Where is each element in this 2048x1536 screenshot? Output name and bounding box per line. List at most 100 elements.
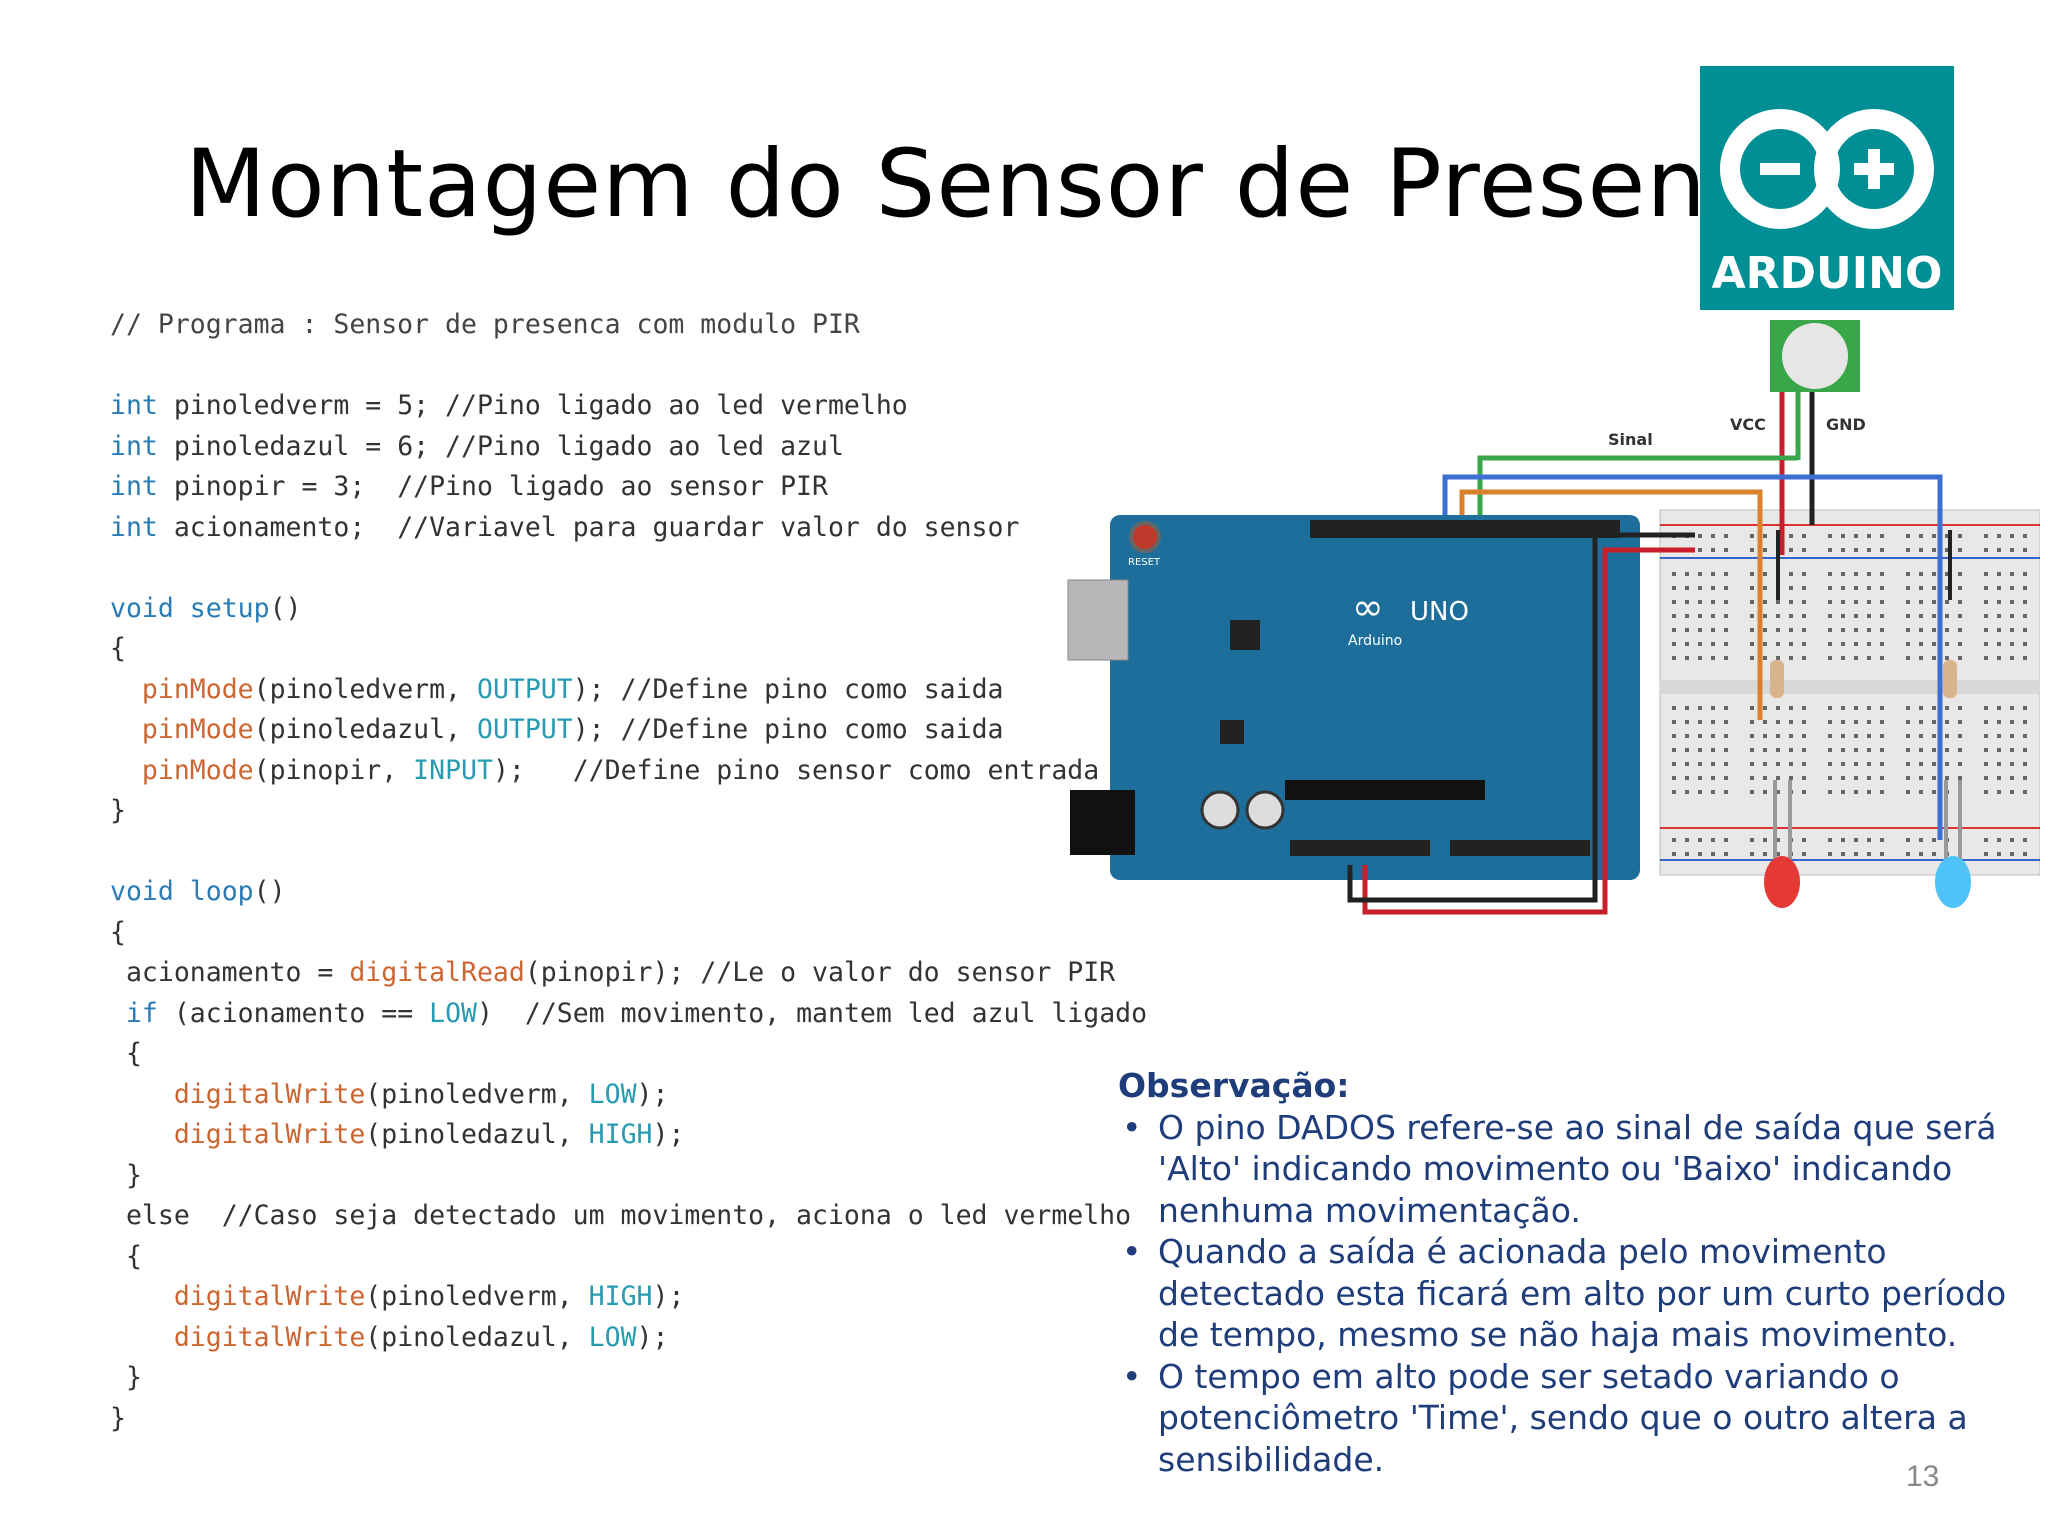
blue-led bbox=[1935, 856, 1971, 908]
list-item: •Quando a saída é acionada pelo moviment… bbox=[1122, 1232, 2007, 1354]
circuit-diagram: ∞ UNO Arduino RESET VCC GND Sinal bbox=[1060, 300, 2041, 940]
code-line: void setup() bbox=[110, 589, 1147, 630]
code-token: (pinoledazul, bbox=[365, 1119, 589, 1150]
code-line: { bbox=[110, 1237, 1147, 1278]
code-token bbox=[110, 1322, 174, 1353]
code-line: pinMode(pinopir, INPUT); //Define pino s… bbox=[110, 751, 1147, 792]
bullet-text: O pino DADOS refere-se ao sinal de saída… bbox=[1158, 1107, 1997, 1230]
code-token: int bbox=[110, 430, 158, 462]
code-line: int pinoledverm = 5; //Pino ligado ao le… bbox=[110, 386, 1147, 427]
code-token: pinoledverm = 5; //Pino ligado ao led ve… bbox=[157, 390, 908, 421]
code-line: } bbox=[110, 791, 1147, 832]
code-token: int bbox=[110, 471, 158, 502]
code-token: // Programa : Sensor de presenca com mod… bbox=[110, 309, 860, 340]
code-token bbox=[110, 674, 142, 705]
code-line: void loop() bbox=[110, 872, 1147, 913]
code-token bbox=[110, 1281, 174, 1312]
code-line: } bbox=[110, 1358, 1147, 1399]
code-token: ) //Sem movimento, mantem led azul ligad… bbox=[477, 997, 1148, 1029]
code-token: } bbox=[110, 1402, 126, 1434]
code-token: pinoledazul = 6; //Pino ligado ao led az… bbox=[157, 430, 844, 462]
code-line: } bbox=[110, 1156, 1147, 1197]
code-line: digitalWrite(pinoledverm, HIGH); bbox=[110, 1277, 1147, 1318]
code-token bbox=[110, 1079, 174, 1110]
code-line: else //Caso seja detectado um movimento,… bbox=[110, 1196, 1147, 1237]
code-line: // Programa : Sensor de presenca com mod… bbox=[110, 305, 1147, 346]
arduino-infinity-logo-icon: ARDUINO bbox=[1712, 109, 1942, 299]
code-token: INPUT bbox=[413, 754, 493, 786]
code-token: (pinopir, bbox=[253, 754, 414, 786]
code-token: int bbox=[110, 390, 158, 421]
code-line: } bbox=[110, 1399, 1147, 1440]
code-token: //Caso seja detectado um movimento, acio… bbox=[189, 1200, 1132, 1231]
code-token: { bbox=[110, 1038, 142, 1069]
code-line: int pinopir = 3; //Pino ligado ao sensor… bbox=[110, 467, 1147, 508]
code-token bbox=[174, 593, 190, 624]
code-token bbox=[110, 1119, 174, 1150]
list-item: •O pino DADOS refere-se ao sinal de saíd… bbox=[1122, 1107, 1997, 1230]
code-token: LOW bbox=[429, 997, 477, 1029]
arduino-board bbox=[1110, 515, 1640, 880]
code-token: (pinoledverm, bbox=[253, 673, 477, 705]
vcc-label: VCC bbox=[1730, 415, 1766, 434]
observation-list: •O pino DADOS refere-se ao sinal de saíd… bbox=[1118, 1107, 2038, 1481]
observation-heading: Observação: bbox=[1118, 1066, 1350, 1105]
code-token: ); bbox=[652, 1281, 685, 1312]
gnd-label: GND bbox=[1826, 415, 1866, 434]
code-token: pinMode bbox=[141, 714, 254, 745]
red-led bbox=[1764, 856, 1800, 908]
code-line: digitalWrite(pinoledazul, LOW); bbox=[110, 1318, 1147, 1359]
code-token: () bbox=[253, 876, 286, 907]
code-token: (pinoledazul, bbox=[253, 714, 477, 745]
code-token: void bbox=[110, 592, 174, 624]
code-token: { bbox=[110, 916, 126, 948]
code-token: pinMode bbox=[141, 673, 254, 705]
code-token: int bbox=[110, 511, 158, 543]
code-line: int acionamento; //Variavel para guardar… bbox=[110, 508, 1147, 549]
code-line: if (acionamento == LOW) //Sem movimento,… bbox=[110, 994, 1147, 1035]
code-token: digitalWrite bbox=[173, 1281, 366, 1312]
code-line: digitalWrite(pinoledverm, LOW); bbox=[110, 1075, 1147, 1116]
code-line bbox=[110, 548, 1147, 589]
code-token: digitalWrite bbox=[173, 1078, 366, 1110]
code-token: (acionamento == bbox=[157, 997, 430, 1029]
code-token: ); bbox=[636, 1078, 669, 1110]
code-token: acionamento; //Variavel para guardar val… bbox=[157, 511, 1020, 543]
code-token: else bbox=[110, 1200, 190, 1231]
code-token: acionamento = bbox=[110, 957, 350, 988]
code-line: digitalWrite(pinoledazul, HIGH); bbox=[110, 1115, 1147, 1156]
code-token: if bbox=[125, 997, 158, 1029]
bullet-text: O tempo em alto pode ser setado variando… bbox=[1158, 1356, 1968, 1479]
code-token: OUTPUT bbox=[476, 673, 573, 705]
code-listing: // Programa : Sensor de presenca com mod… bbox=[110, 305, 1147, 1439]
code-line: int pinoledazul = 6; //Pino ligado ao le… bbox=[110, 427, 1147, 468]
code-line bbox=[110, 832, 1147, 873]
sinal-label: Sinal bbox=[1608, 430, 1653, 449]
slide-title: Montagem do Sensor de Presença bbox=[185, 130, 1819, 239]
code-token: { bbox=[110, 633, 126, 664]
code-token: () bbox=[269, 592, 302, 624]
code-line bbox=[110, 346, 1147, 387]
code-token: (pinoledverm, bbox=[365, 1078, 589, 1110]
code-token: LOW bbox=[588, 1321, 637, 1353]
code-line: { bbox=[110, 1034, 1147, 1075]
code-token: { bbox=[110, 1240, 142, 1272]
code-token: loop bbox=[189, 876, 254, 907]
code-token: pinMode bbox=[141, 754, 254, 786]
code-token bbox=[110, 714, 142, 745]
code-token: setup bbox=[189, 592, 270, 624]
page-number: 13 bbox=[1906, 1460, 1940, 1493]
code-token: digitalWrite bbox=[173, 1321, 366, 1353]
uno-label: UNO bbox=[1410, 597, 1469, 627]
code-token bbox=[174, 876, 190, 907]
code-token: ); bbox=[636, 1321, 669, 1353]
arduino-logo: ARDUINO bbox=[1700, 66, 1954, 310]
code-line: pinMode(pinoledazul, OUTPUT); //Define p… bbox=[110, 710, 1147, 751]
code-line: { bbox=[110, 913, 1147, 954]
code-token: ); bbox=[652, 1119, 685, 1150]
code-token: HIGH bbox=[588, 1119, 653, 1150]
code-token: ); //Define pino como saida bbox=[572, 714, 1004, 745]
list-item: •O tempo em alto pode ser setado variand… bbox=[1122, 1356, 1968, 1479]
code-token: (pinoledazul, bbox=[365, 1321, 589, 1353]
